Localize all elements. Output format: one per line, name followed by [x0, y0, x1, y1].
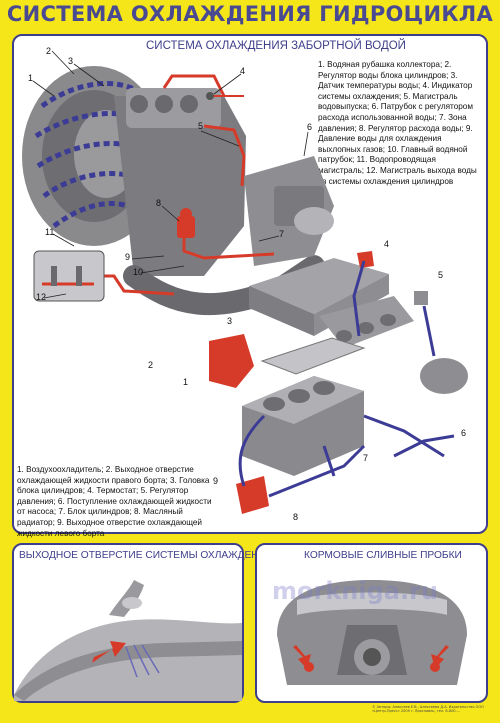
- upper-engine-illustration: [22, 66, 334, 316]
- callout-6: 6: [307, 122, 313, 132]
- main-diagram-panel: СИСТЕМА ОХЛАЖДЕНИЯ ЗАБОРТНОЙ ВОДОЙ 1. Во…: [12, 34, 488, 538]
- callout-12: 12: [36, 292, 47, 302]
- jetski-rear-view: [277, 580, 467, 685]
- outlet-panel-heading: ВЫХОДНОЕ ОТВЕРСТИЕ СИСТЕМЫ ОХЛАЖДЕНИЯ: [19, 550, 274, 561]
- callout-b9: 9: [213, 476, 219, 486]
- legend-bottom: 1. Воздухоохладитель; 2. Выходное отверс…: [17, 465, 212, 538]
- poster-title: СИСТЕМА ОХЛАЖДЕНИЯ ГИДРОЦИКЛА: [6, 2, 494, 26]
- callout-b3: 3: [227, 316, 233, 326]
- callout-b1: 1: [183, 377, 189, 387]
- callout-b5: 5: [438, 270, 444, 280]
- drain-plugs-panel: КОРМОВЫЕ СЛИВНЫЕ ПРОБКИ: [255, 543, 488, 703]
- exploded-engine-illustration: [209, 251, 468, 514]
- main-panel-heading: СИСТЕМА ОХЛАЖДЕНИЯ ЗАБОРТНОЙ ВОДОЙ: [146, 40, 406, 52]
- callout-1: 1: [28, 73, 34, 83]
- callout-b4: 4: [384, 239, 390, 249]
- callout-5: 5: [198, 121, 204, 131]
- legend-top: 1. Водяная рубашка коллектора; 2. Регуля…: [318, 60, 477, 186]
- publisher-footer: © Авторы: Алексеев Е.В., Алексеева Д.А. …: [372, 705, 484, 713]
- callout-11: 11: [45, 227, 55, 237]
- callout-3: 3: [68, 56, 74, 66]
- drain-plugs-panel-heading: КОРМОВЫЕ СЛИВНЫЕ ПРОБКИ: [304, 550, 462, 561]
- callout-10: 10: [133, 267, 144, 277]
- callout-7: 7: [279, 229, 285, 239]
- callout-b8: 8: [293, 512, 299, 522]
- watermark: morkniga.ru: [272, 577, 439, 605]
- callout-8: 8: [156, 198, 162, 208]
- jetski-side-view: [14, 580, 242, 701]
- callout-9: 9: [125, 252, 131, 262]
- callout-leaders: [32, 50, 309, 299]
- outlet-panel: ВЫХОДНОЕ ОТВЕРСТИЕ СИСТЕМЫ ОХЛАЖДЕНИЯ: [12, 543, 273, 703]
- callout-2: 2: [46, 46, 52, 56]
- engine-diagram: [22, 50, 468, 514]
- callout-4: 4: [240, 66, 246, 76]
- callout-b7: 7: [363, 453, 369, 463]
- callout-b6: 6: [461, 428, 467, 438]
- callout-b2: 2: [148, 360, 154, 370]
